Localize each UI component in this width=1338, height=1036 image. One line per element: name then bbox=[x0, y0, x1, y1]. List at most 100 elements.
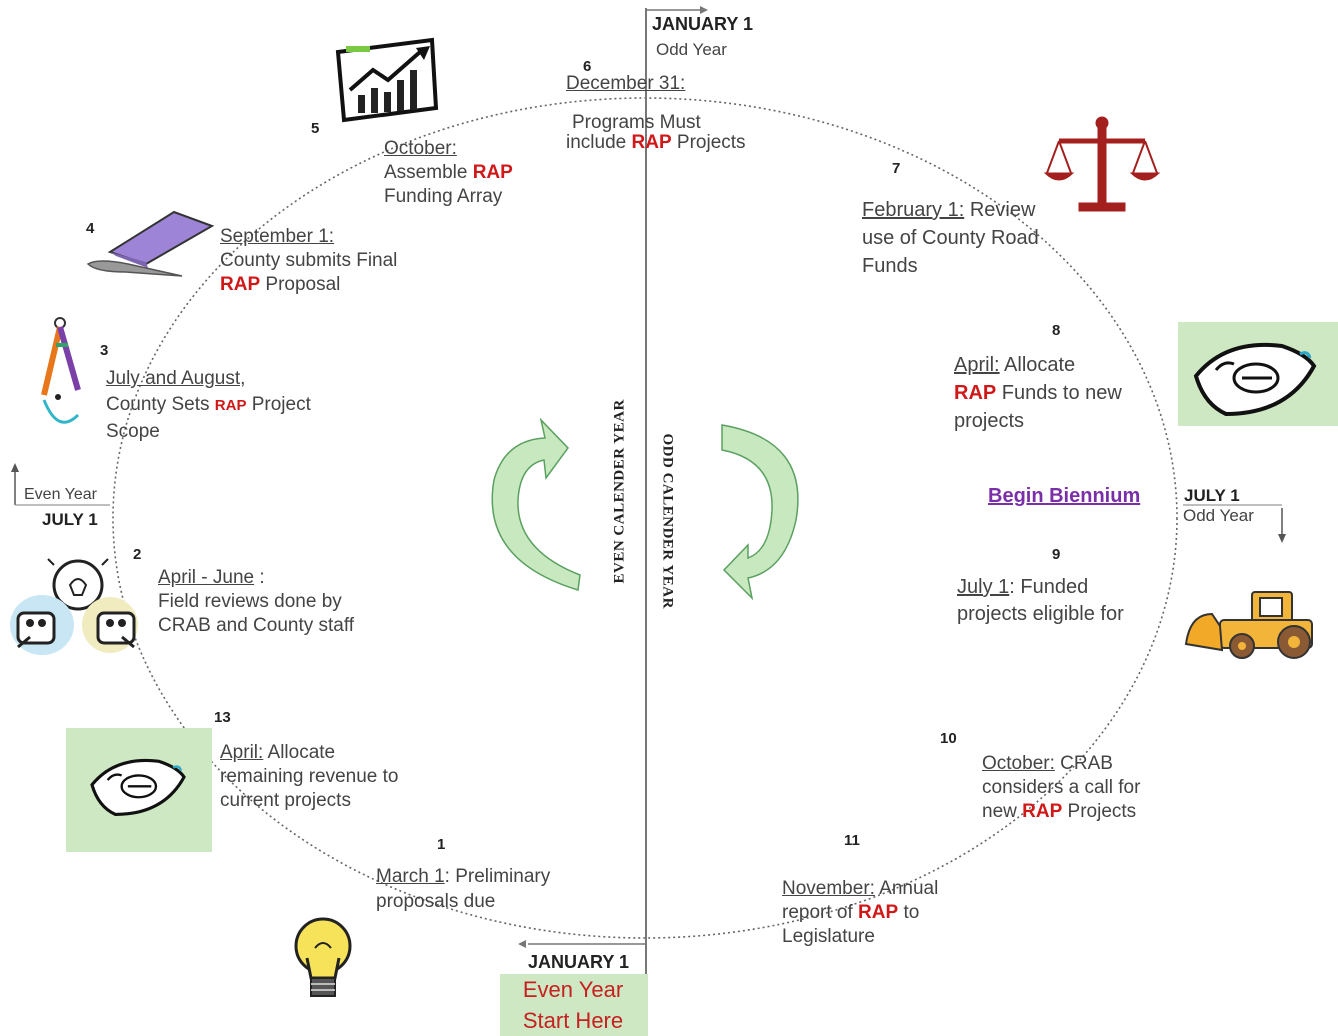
top-marker-date: JANUARY 1 bbox=[652, 14, 754, 34]
begin-biennium-label: Begin Biennium bbox=[988, 485, 1141, 507]
step-4-text: September 1: County submits Final RAP Pr… bbox=[220, 225, 397, 297]
step-1-text: March 1: Preliminary proposals due bbox=[376, 864, 550, 914]
step-5-text: October: Assemble RAP Funding Array bbox=[384, 137, 513, 209]
step-7-line3: Funds bbox=[862, 255, 918, 277]
step-11-line3: Legislature bbox=[782, 926, 875, 947]
left-marker-arrowhead bbox=[11, 463, 19, 472]
left-cycle-arrow bbox=[491, 417, 581, 591]
start-here: Start Here bbox=[522, 1008, 624, 1033]
step-6-line2-post: Projects bbox=[671, 132, 746, 153]
step-1-date: March 1 bbox=[376, 866, 445, 887]
step-5-line2: Funding Array bbox=[384, 186, 503, 207]
right-marker-arrowhead bbox=[1278, 534, 1286, 543]
step-number-5: 5 bbox=[311, 120, 320, 137]
step-7-text: February 1: Review use of County Road Fu… bbox=[862, 196, 1039, 280]
lightbulb-icon bbox=[294, 917, 352, 997]
left-marker-year: Even Year bbox=[24, 486, 97, 503]
step-10-line3-post: Projects bbox=[1062, 801, 1137, 822]
money-icon bbox=[90, 759, 186, 816]
step-9-date: July 1 bbox=[957, 576, 1010, 598]
even-calender-year-label: EVEN CALENDER YEAR bbox=[611, 399, 628, 584]
scales-icon bbox=[1043, 116, 1161, 212]
step-number-13: 13 bbox=[214, 709, 231, 726]
step-number-1: 1 bbox=[437, 836, 446, 853]
compass-icon bbox=[41, 317, 81, 424]
step-6-rap: RAP bbox=[631, 132, 672, 153]
step-11-text: November: Annual report of RAP to Legisl… bbox=[782, 877, 938, 949]
step-3-rap: RAP bbox=[214, 397, 247, 414]
money-icon bbox=[1193, 342, 1317, 417]
step-2-text: April - June : Field reviews done by CRA… bbox=[158, 566, 354, 638]
step-7-date: February 1: bbox=[862, 199, 965, 221]
step-10-line2: considers a call for bbox=[982, 777, 1141, 798]
step-5-line1-pre: Assemble bbox=[384, 162, 473, 183]
bulldozer-icon bbox=[1184, 591, 1313, 659]
step-6-date: December 31: bbox=[566, 73, 686, 94]
step-3-line1-pre: County Sets bbox=[106, 394, 215, 415]
step-4-rap: RAP bbox=[220, 274, 261, 295]
right-marker-year: Odd Year bbox=[1183, 506, 1254, 525]
left-marker-date: JULY 1 bbox=[42, 510, 98, 529]
step-3-line1-post: Project bbox=[246, 394, 311, 415]
step-13-line3: current projects bbox=[220, 790, 351, 811]
step-5-rap: RAP bbox=[472, 162, 513, 183]
step-number-8: 8 bbox=[1052, 322, 1061, 339]
step-10-line1: CRAB bbox=[1054, 753, 1113, 774]
step-3-line2: Scope bbox=[106, 421, 160, 442]
step-7-line2: use of County Road bbox=[862, 227, 1039, 249]
step-13-line2: remaining revenue to bbox=[220, 766, 399, 787]
top-marker-arrowhead bbox=[700, 6, 708, 14]
bottom-marker-arrowhead bbox=[518, 940, 526, 948]
step-2-date: April - June bbox=[158, 567, 255, 588]
step-11-line2-post: to bbox=[898, 902, 920, 923]
step-2-date-suffix: : bbox=[254, 567, 265, 588]
step-9-line2: projects eligible for bbox=[957, 603, 1124, 625]
meeting-icon bbox=[10, 558, 138, 655]
bottom-marker-date: JANUARY 1 bbox=[528, 952, 630, 972]
step-4-date: September 1: bbox=[220, 226, 335, 247]
step-number-4: 4 bbox=[86, 220, 95, 237]
begin-biennium-link[interactable]: Begin Biennium bbox=[988, 484, 1140, 509]
step-1-line1: : Preliminary bbox=[444, 866, 551, 887]
step-10-line3-pre: new bbox=[982, 801, 1023, 822]
documents-icon bbox=[86, 210, 215, 277]
start-here-box bbox=[500, 974, 648, 1036]
step-7-line1: Review bbox=[964, 199, 1036, 221]
step-8-rap: RAP bbox=[954, 382, 997, 404]
step-13-line1: Allocate bbox=[263, 742, 336, 763]
step-6-body: Programs Must include RAP Projects bbox=[566, 113, 746, 153]
step-number-3: 3 bbox=[100, 342, 109, 359]
step-2-line2: CRAB and County staff bbox=[158, 615, 355, 636]
step-8-line2-post: Funds to new bbox=[996, 382, 1122, 404]
step-2-line1: Field reviews done by bbox=[158, 591, 342, 612]
step-9-line1: : Funded bbox=[1009, 576, 1089, 598]
odd-calender-year-label: ODD CALENDER YEAR bbox=[659, 433, 676, 609]
step-number-10: 10 bbox=[940, 730, 957, 747]
step-4-line1: County submits Final bbox=[220, 250, 398, 271]
step-number-2: 2 bbox=[133, 546, 142, 563]
step-6-line1: Programs Must bbox=[572, 112, 701, 133]
step-8-line3: projects bbox=[954, 410, 1025, 432]
step-number-7: 7 bbox=[892, 160, 901, 177]
step-5-date: October: bbox=[384, 138, 457, 159]
step-10-text: October: CRAB considers a call for new R… bbox=[982, 752, 1140, 824]
right-cycle-arrow bbox=[721, 424, 799, 601]
step-number-9: 9 bbox=[1052, 546, 1061, 563]
step-10-rap: RAP bbox=[1022, 801, 1063, 822]
right-marker-date: JULY 1 bbox=[1184, 486, 1240, 505]
step-number-6: 6 bbox=[583, 58, 592, 75]
step-3-date: July and August, bbox=[106, 368, 246, 389]
top-marker-year: Odd Year bbox=[656, 40, 727, 59]
step-13-text: April: Allocate remaining revenue to cur… bbox=[220, 741, 399, 813]
step-number-11: 11 bbox=[844, 832, 860, 849]
step-11-line2-pre: report of bbox=[782, 902, 859, 923]
step-10-date: October: bbox=[982, 753, 1055, 774]
start-year: Even Year bbox=[522, 977, 624, 1002]
step-8-date: April: bbox=[954, 354, 1000, 376]
step-6-line2-pre: include bbox=[566, 132, 632, 153]
step-8-line1: Allocate bbox=[999, 354, 1076, 376]
chart-icon bbox=[335, 37, 439, 123]
step-11-rap: RAP bbox=[858, 902, 899, 923]
step-9-text: July 1: Funded projects eligible for bbox=[957, 574, 1124, 628]
